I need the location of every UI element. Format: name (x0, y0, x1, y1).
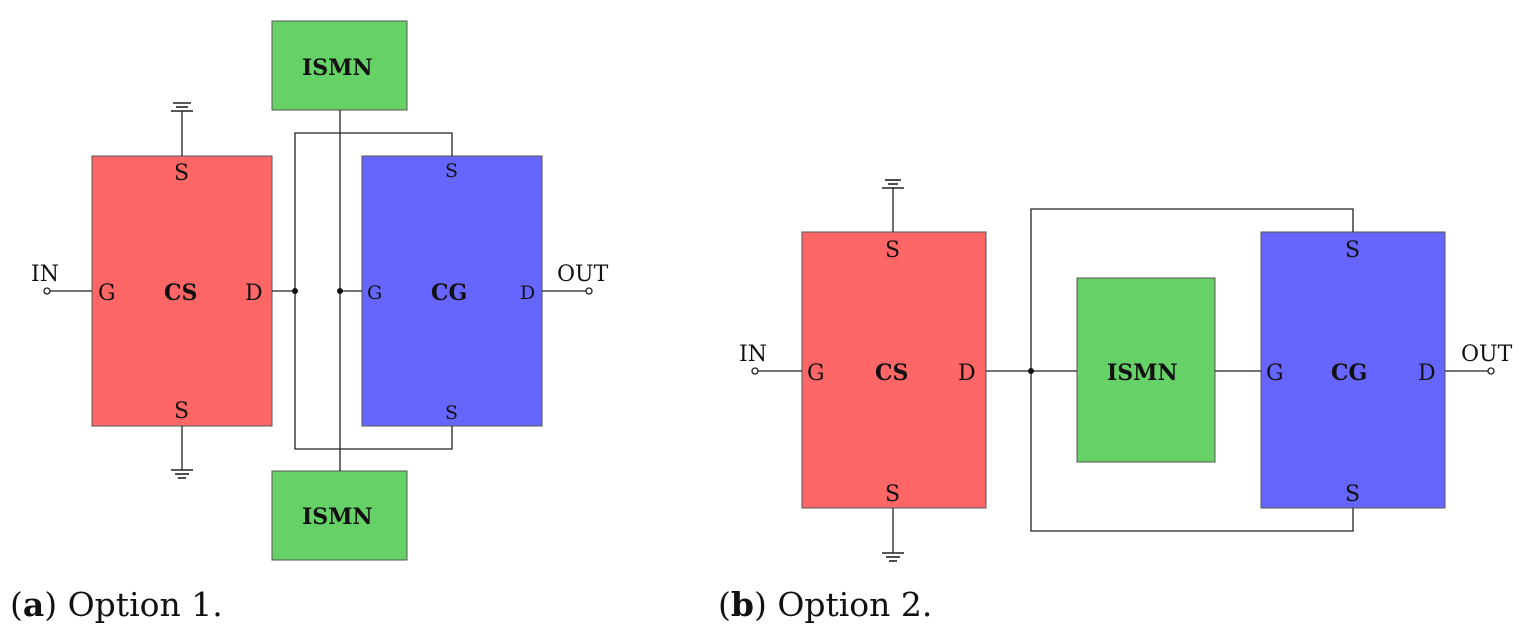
caption-b-open: ( (718, 585, 731, 624)
cs-gate-label: G (98, 281, 116, 306)
out-terminal (585, 287, 593, 295)
cg-source-label-top: S (1345, 238, 1360, 263)
cg-label: CG (1331, 360, 1367, 386)
out-terminal (1487, 367, 1495, 375)
in-label: IN (739, 342, 767, 367)
cs-block (91, 155, 273, 427)
option-1-diagram: IN OUT G D S S CS G D S S CG ISMN ISMN (31, 20, 609, 561)
caption-b-tag: b (730, 585, 754, 624)
cg-source-label-bottom: S (1345, 482, 1360, 507)
cg-gate-label: G (367, 282, 382, 304)
caption-b: (b) Option 2. (718, 585, 932, 624)
caption-a: (a) Option 1. (10, 585, 223, 624)
ismn-label-bottom: ISMN (302, 504, 373, 530)
in-label: IN (31, 262, 59, 287)
cs-label: CS (875, 360, 908, 386)
cs-source-label-top: S (885, 238, 900, 263)
cg-drain-label: D (520, 282, 535, 304)
cs-drain-label: D (958, 361, 976, 386)
junction-dot (292, 288, 298, 294)
caption-a-close: ) (44, 585, 58, 624)
cg-source-label-bottom: S (445, 402, 458, 424)
in-terminal (751, 367, 759, 375)
cg-source-label-top: S (445, 160, 458, 182)
out-label: OUT (557, 262, 609, 287)
ground-symbol-top (171, 102, 193, 112)
in-terminal (43, 287, 51, 295)
cg-block (361, 155, 543, 427)
junction-dot (337, 288, 343, 294)
ismn-block-bottom (271, 470, 408, 561)
cg-gate-label: G (1266, 361, 1284, 386)
cs-gate-label: G (807, 361, 825, 386)
cg-drain-label: D (1418, 361, 1436, 386)
cs-source-label-bottom: S (174, 399, 189, 424)
caption-a-open: ( (10, 585, 23, 624)
junction-dot (1028, 368, 1034, 374)
caption-b-text: Option 2. (766, 585, 933, 624)
ground-symbol-top (882, 179, 904, 189)
ismn-label: ISMN (1107, 360, 1178, 386)
ismn-block (1076, 277, 1216, 463)
ground-symbol-bottom (171, 469, 193, 479)
cs-label: CS (164, 280, 197, 306)
ismn-block-top (271, 20, 408, 111)
out-label: OUT (1461, 342, 1513, 367)
cg-label: CG (431, 280, 467, 306)
caption-b-close: ) (753, 585, 767, 624)
cs-drain-label: D (245, 281, 263, 306)
cs-source-label-bottom: S (885, 482, 900, 507)
cg-block (1260, 231, 1446, 509)
caption-a-text: Option 1. (57, 585, 223, 624)
caption-a-tag: a (22, 585, 45, 624)
cs-block (801, 231, 987, 509)
ground-symbol-bottom (882, 552, 904, 562)
wires (50, 110, 586, 471)
option-2-diagram: IN OUT G D S S CS G D S S CG ISMN (739, 179, 1513, 562)
ismn-label-top: ISMN (302, 55, 373, 81)
cs-source-label-top: S (174, 161, 189, 186)
